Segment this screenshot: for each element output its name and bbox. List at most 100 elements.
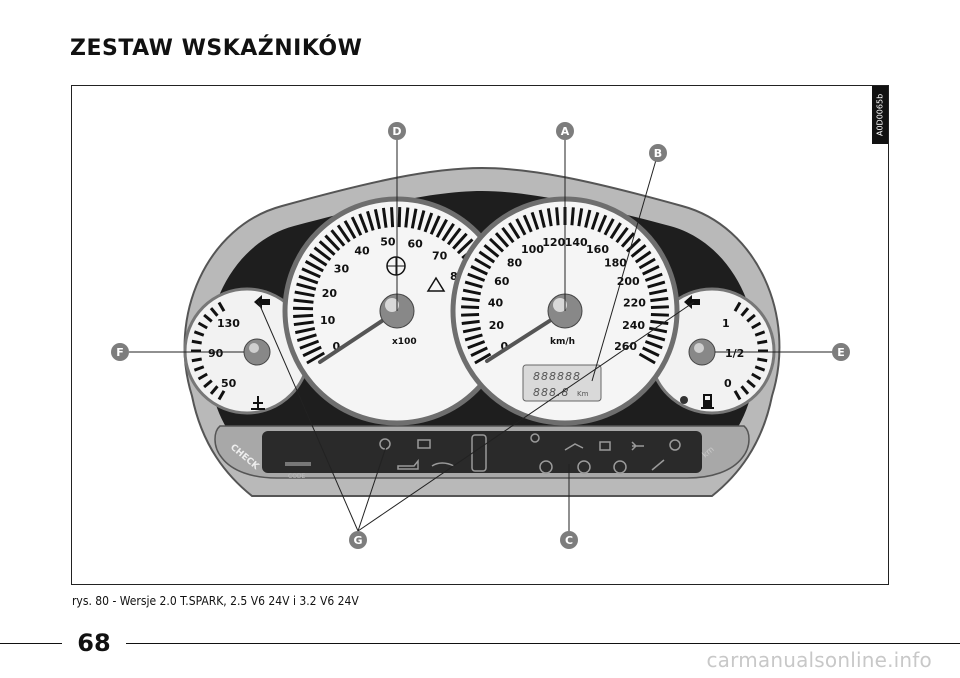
brake-fluid-icon bbox=[564, 443, 584, 451]
gauge-tick bbox=[470, 265, 488, 276]
gauge-tick bbox=[630, 244, 647, 258]
gauge-tick bbox=[410, 208, 418, 229]
gauge-tick bbox=[483, 244, 500, 258]
svg-text:C: C bbox=[565, 534, 573, 547]
gauge-tick bbox=[313, 246, 332, 262]
svg-text:F: F bbox=[116, 346, 124, 359]
gauge-label: 200 bbox=[617, 275, 640, 288]
gauge-tick bbox=[474, 257, 492, 270]
odometer-display-unit: Km bbox=[577, 390, 589, 398]
svg-text:A: A bbox=[561, 125, 570, 138]
gauge-tick bbox=[293, 313, 314, 318]
gauge-tick bbox=[197, 372, 208, 381]
tire-pressure-icon bbox=[613, 460, 627, 474]
gauge-label: 20 bbox=[489, 319, 505, 332]
gauge-tick bbox=[733, 301, 742, 312]
gauge-tick bbox=[191, 357, 202, 363]
gauge-tick bbox=[751, 372, 762, 381]
gauge-tick bbox=[746, 379, 756, 389]
gauge-tick bbox=[330, 229, 346, 247]
gauge-tick bbox=[467, 272, 486, 282]
gauge-tick bbox=[423, 212, 434, 233]
gauge-tick bbox=[456, 238, 474, 255]
gauge-tick bbox=[324, 234, 341, 252]
figure-caption: rys. 80 - Wersje 2.0 T.SPARK, 2.5 V6 24V… bbox=[72, 594, 359, 608]
callout-c: C bbox=[560, 531, 578, 549]
gauge-tick bbox=[441, 222, 455, 242]
fuel-label-full: 1 bbox=[722, 317, 730, 330]
headlight-icon bbox=[599, 441, 611, 451]
gauge-label: 180 bbox=[604, 257, 627, 270]
gauge-tick bbox=[203, 313, 213, 323]
gauge-tick bbox=[488, 237, 505, 253]
gauge-label: 100 bbox=[521, 243, 544, 256]
gauge-tick bbox=[461, 305, 480, 310]
gauge-tick bbox=[501, 226, 515, 244]
svg-text:G: G bbox=[353, 534, 362, 547]
watermark: carmanualsonline.info bbox=[706, 648, 932, 672]
code-key-icon bbox=[285, 462, 311, 466]
gauge-tick bbox=[647, 280, 666, 289]
brake-warning-icon bbox=[577, 460, 591, 474]
reserve-indicator-dot bbox=[680, 396, 688, 404]
gauge-tick bbox=[644, 340, 663, 350]
gauge-tick bbox=[464, 280, 483, 289]
callout-b: B bbox=[649, 144, 667, 162]
gauge-tick bbox=[296, 333, 317, 342]
gauge-tick bbox=[461, 319, 480, 326]
gauge-tick bbox=[298, 274, 319, 285]
left-turn-signal-icon bbox=[254, 295, 270, 309]
gauge-label: 40 bbox=[488, 297, 504, 310]
callout-f: F bbox=[111, 343, 129, 361]
gauge-tick bbox=[609, 222, 622, 240]
gauge-tick bbox=[461, 312, 480, 317]
gauge-tick bbox=[644, 272, 663, 282]
gauge-tick bbox=[304, 260, 324, 273]
gauge-tick bbox=[306, 351, 326, 365]
gauge-label: 80 bbox=[507, 257, 523, 270]
gauge-tick bbox=[464, 333, 483, 342]
gauge-tick bbox=[522, 214, 533, 233]
alfa-romeo-logo-icon bbox=[386, 256, 406, 276]
coolant-temperature-icon bbox=[251, 396, 265, 410]
gauge-tick bbox=[597, 214, 608, 233]
gauge-label: 30 bbox=[334, 262, 350, 275]
gauge-label: 120 bbox=[542, 236, 565, 249]
gauge-label: 240 bbox=[622, 319, 645, 332]
callout-badges: A B C D E F G bbox=[111, 122, 850, 549]
gauge-tick bbox=[404, 207, 410, 228]
gauge-label: 140 bbox=[565, 236, 588, 249]
gauge-tick bbox=[302, 345, 322, 358]
gauge-tick bbox=[757, 339, 768, 345]
gauge-tick bbox=[292, 306, 314, 311]
gauge-label: 20 bbox=[322, 287, 338, 300]
svg-text:E: E bbox=[837, 346, 845, 359]
figure-frame: A0D0065b 130 90 50 bbox=[71, 85, 889, 585]
gauge-tick bbox=[462, 288, 482, 296]
gauge-tick bbox=[467, 340, 486, 350]
callout-a: A bbox=[556, 122, 574, 140]
gauge-tick bbox=[650, 305, 669, 310]
gauge-tick bbox=[650, 296, 669, 303]
gauge-tick bbox=[193, 330, 205, 337]
gauge-tick bbox=[590, 211, 600, 230]
gauge-tick bbox=[642, 346, 660, 357]
gauge-tick bbox=[625, 237, 642, 253]
gauge-tick bbox=[584, 209, 592, 228]
airbag-icon bbox=[530, 433, 540, 443]
oil-pressure-icon bbox=[431, 462, 455, 467]
gauge-label: 0 bbox=[501, 340, 509, 353]
gauge-tick bbox=[318, 240, 336, 256]
gauge-label: 50 bbox=[380, 236, 396, 249]
temp-label-90: 90 bbox=[208, 347, 224, 360]
gauge-tick bbox=[642, 265, 660, 276]
temperature-gauge: 130 90 50 bbox=[183, 287, 311, 415]
code-label: CODE bbox=[288, 473, 306, 480]
gauge-tick bbox=[350, 216, 363, 236]
fuel-label-empty: 0 bbox=[724, 377, 732, 390]
gauge-tick bbox=[209, 307, 219, 317]
gauge-tick bbox=[390, 207, 395, 228]
gauge-tick bbox=[494, 232, 510, 248]
gauge-tick bbox=[358, 213, 369, 234]
